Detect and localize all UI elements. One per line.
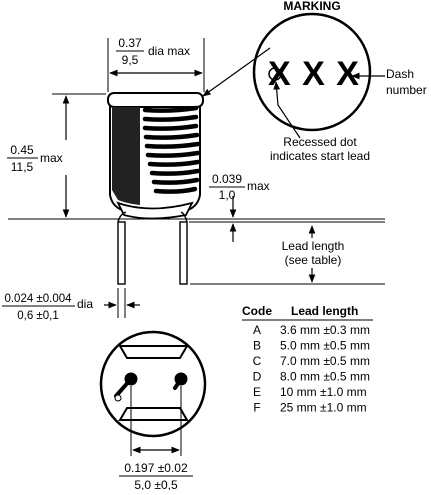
lead-dia-suffix: dia	[77, 297, 93, 311]
height-bottom: 11,5	[11, 160, 34, 174]
bottom-base	[116, 201, 194, 220]
height-top: 0.45	[10, 143, 34, 157]
table-header-length: Lead length	[291, 304, 358, 318]
dash-label-2: number	[386, 83, 427, 97]
lead-dia-top: 0.024 ±0.004	[4, 293, 72, 305]
table-cell-length: 7.0 mm ±0.5 mm	[280, 354, 370, 368]
top-flange	[107, 92, 204, 108]
dot-label-1: Recessed dot	[283, 135, 357, 149]
dot-leader	[273, 81, 301, 139]
recessed-dot	[268, 67, 282, 81]
marking-pointer	[202, 47, 271, 97]
table-cell-length: 8.0 mm ±0.5 mm	[280, 370, 370, 384]
diameter-dimension: 0.37 9,5 dia max	[107, 36, 205, 92]
lead-spacing-bottom: 5,0 ±0,5	[134, 478, 178, 490]
lead-length-dimension: Lead length (see table)	[190, 225, 385, 285]
table-cell-code: C	[253, 354, 262, 368]
table-cell-length: 3.6 mm ±0.3 mm	[280, 323, 370, 337]
table-cell-length: 5.0 mm ±0.5 mm	[280, 339, 370, 353]
diameter-top: 0.37	[118, 36, 142, 50]
standoff-bottom: 1,0	[219, 188, 236, 202]
standoff-top: 0.039	[212, 172, 242, 186]
table-cell-code: F	[253, 401, 260, 415]
table-header-code: Code	[242, 304, 272, 318]
lead-spacing-dimension: 0.197 ±0.02 5,0 ±0,5	[119, 386, 193, 492]
table-rows: A 3.6 mm ±0.3 mm B 5.0 mm ±0.5 mm C 7.0 mm ±0…	[253, 323, 370, 415]
dash-label-1: Dash	[386, 67, 414, 81]
height-suffix: max	[40, 151, 63, 165]
table-cell-length: 10 mm ±1.0 mm	[280, 385, 367, 399]
top-view-circle	[252, 12, 372, 132]
lead-diameter-dimension: 0.024 ±0.004 0,6 ±0,1 dia	[2, 288, 140, 322]
left-lead	[117, 221, 126, 285]
right-lead	[179, 221, 188, 285]
lead-spacing-top: 0.197 ±0.02	[124, 461, 188, 475]
table-cell-length: 25 mm ±1.0 mm	[280, 401, 367, 415]
core-shadow	[112, 107, 140, 205]
height-dimension: 0.45 11,5 max	[7, 93, 385, 220]
standoff-dimension: 0.039 1,0 max	[189, 172, 385, 242]
table-cell-code: B	[253, 339, 261, 353]
lead-length-table: Code Lead length A 3.6 mm ±0.3 mm B 5.0 mm …	[242, 304, 373, 415]
coil-windings	[142, 105, 201, 194]
marking-title: MARKING	[283, 0, 340, 13]
table-cell-code: E	[253, 385, 261, 399]
diameter-bottom: 9,5	[122, 53, 139, 67]
table-cell-code: D	[253, 370, 262, 384]
standoff-suffix: max	[247, 179, 270, 193]
table-cell-code: A	[253, 323, 261, 337]
bottom-view	[99, 330, 207, 438]
lead-length-label-2: (see table)	[285, 253, 342, 267]
lead-length-label-1: Lead length	[282, 239, 345, 253]
diameter-suffix: dia max	[148, 44, 190, 58]
marking-code: X X X	[268, 55, 360, 93]
dot-label-2: indicates start lead	[270, 149, 370, 163]
lead-dia-bottom: 0,6 ±0,1	[17, 310, 58, 322]
